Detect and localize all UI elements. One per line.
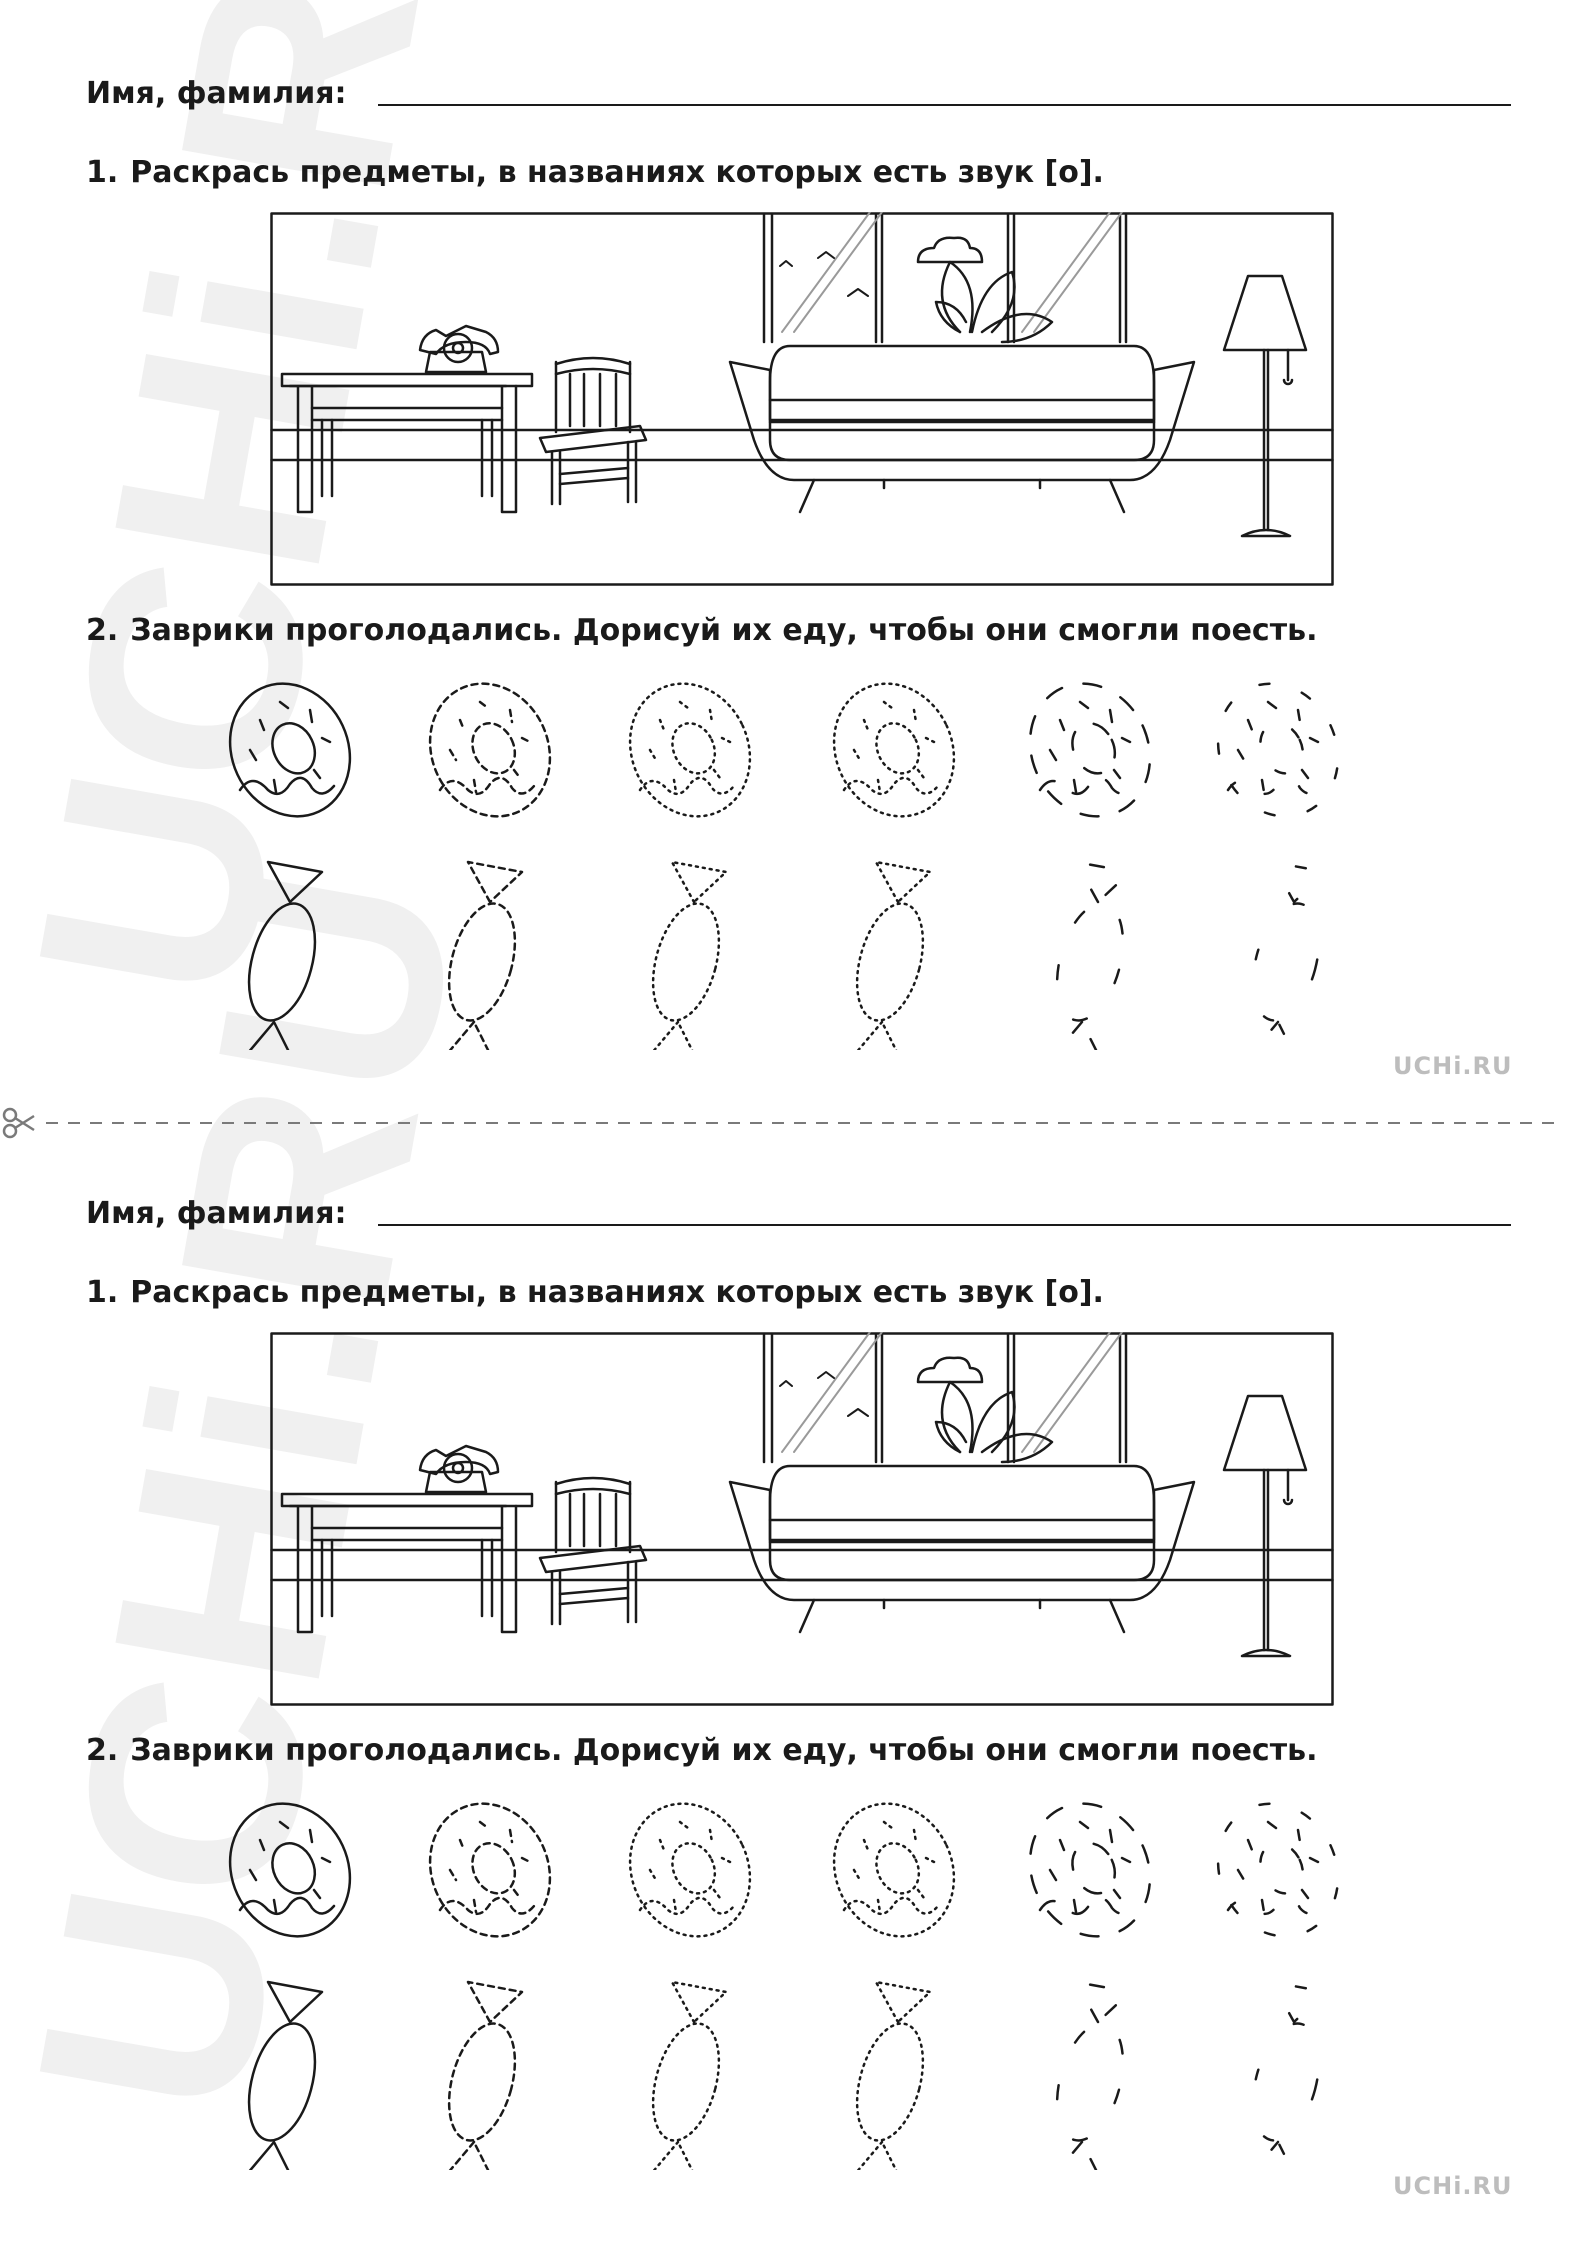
sofa-icon [728,344,1196,514]
donut-dotted [607,1790,773,1958]
telephone-icon [418,324,500,374]
scene-frame [270,212,1334,586]
name-label: Имя, фамилия: [86,1196,347,1231]
task-1-number: 1. [86,155,119,190]
donut-solid [210,670,373,838]
donut-dotted-2 [811,1790,977,1958]
candy-dotted-2 [844,860,936,1050]
task-1: 1. Раскрась предметы, в названиях которых… [86,155,1104,190]
candy-broken [1044,860,1136,1050]
worksheet-top: Имя, фамилия: 1. Раскрась предметы, в наз… [0,0,1587,1120]
chair-icon [538,356,648,506]
worksheet-bottom: Имя, фамилия: 1. Раскрась предметы, в наз… [0,1120,1587,2240]
floor-lamp-icon [1222,274,1308,538]
task-1-number: 1. [86,1275,119,1310]
donut-dotted-2 [811,670,977,838]
candy-dashed [436,860,528,1050]
task-1-text: Раскрась предметы, в названиях которых е… [130,155,1104,190]
food-tracing-grid[interactable] [210,670,1350,1050]
chair-icon [538,1476,648,1626]
brand-logo: UCHi.RU [1393,1052,1513,1080]
candy-dotted [640,860,732,1050]
candy-broken [1044,1980,1136,2170]
candy-sparse [1240,1980,1332,2170]
candy-solid [236,1980,328,2170]
name-field[interactable]: Имя, фамилия: [86,1196,1511,1236]
donut-solid [210,1790,373,1958]
donut-sparse [1195,1790,1350,1958]
candy-dashed [436,1980,528,2170]
name-field[interactable]: Имя, фамилия: [86,76,1511,116]
table-icon [280,372,534,514]
name-underline[interactable] [378,104,1511,106]
task-2-number: 2. [86,613,119,648]
room-scene[interactable] [270,212,1334,586]
task-2: 2. Заврики проголодались. Дорисуй их еду,… [86,1733,1317,1768]
donut-broken [1007,1790,1173,1958]
task-1: 1. Раскрась предметы, в названиях которых… [86,1275,1104,1310]
window-icon [762,1332,1128,1464]
brand-logo: UCHi.RU [1393,2172,1513,2200]
sofa-icon [728,1464,1196,1634]
scene-frame [270,1332,1334,1706]
donut-dashed [407,670,573,838]
name-label: Имя, фамилия: [86,76,347,111]
window-icon [762,212,1128,344]
candy-dotted-2 [844,1980,936,2170]
cut-line [2,1107,1560,1139]
task-2-text: Заврики проголодались. Дорисуй их еду, ч… [130,1733,1318,1768]
task-2: 2. Заврики проголодались. Дорисуй их еду,… [86,613,1317,648]
table-icon [280,1492,534,1634]
room-scene[interactable] [270,1332,1334,1706]
task-1-text: Раскрась предметы, в названиях которых е… [130,1275,1104,1310]
scissors-icon [2,1107,35,1139]
task-2-number: 2. [86,1733,119,1768]
food-tracing-grid[interactable] [210,1790,1350,2170]
candy-dotted [640,1980,732,2170]
task-2-text: Заврики проголодались. Дорисуй их еду, ч… [130,613,1318,648]
floor-lamp-icon [1222,1394,1308,1658]
donut-sparse [1195,670,1350,838]
candy-sparse [1240,860,1332,1050]
donut-dotted [607,670,773,838]
donut-dashed [407,1790,573,1958]
candy-solid [236,860,328,1050]
name-underline[interactable] [378,1224,1511,1226]
donut-broken [1007,670,1173,838]
telephone-icon [418,1444,500,1494]
